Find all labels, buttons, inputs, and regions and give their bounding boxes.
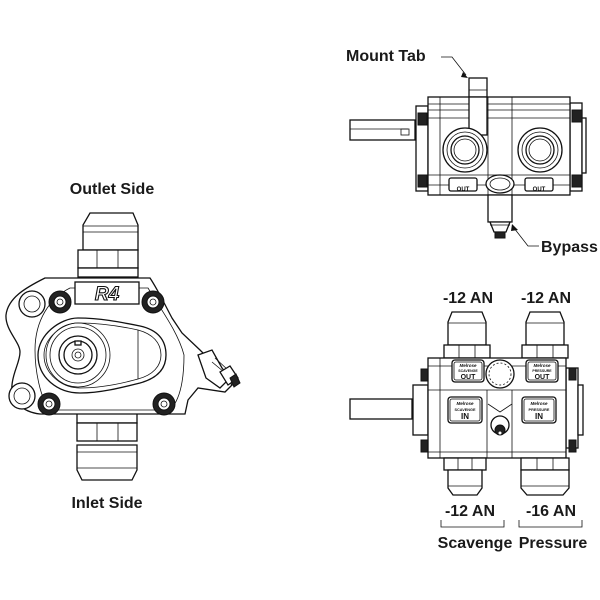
svg-text:PRESSURE: PRESSURE (532, 369, 552, 373)
svg-text:SCAVENGE: SCAVENGE (454, 408, 475, 412)
side-view: Mount Tab Bypass (346, 48, 598, 256)
pressure-out-fitting (521, 311, 569, 359)
bypass-fitting (487, 194, 513, 239)
fitting-label: -12 AN (445, 503, 495, 520)
drive-shaft (349, 398, 413, 420)
scavenge-bracket (440, 520, 505, 528)
bolt-icon (37, 392, 61, 416)
pressure-in-fitting (520, 457, 570, 496)
svg-text:OUT: OUT (533, 187, 546, 193)
svg-text:OUT: OUT (535, 374, 551, 381)
bypass-adjuster (487, 403, 513, 436)
front-view: Outlet Side Inlet Side (5, 181, 241, 512)
scavenge-in-fitting (443, 457, 487, 496)
port-fitting (517, 127, 563, 173)
bypass-leader (513, 227, 539, 247)
bolt-icon (48, 290, 72, 314)
svg-text:OUT: OUT (461, 374, 477, 381)
bolt-icon (152, 392, 176, 416)
fitting-label: -16 AN (526, 503, 576, 520)
pressure-bracket (518, 520, 583, 528)
scavenge-out-fitting (443, 311, 491, 359)
bolt-icon (141, 290, 165, 314)
svg-text:OUT: OUT (457, 187, 470, 193)
top-view: -12 AN -12 AN (349, 290, 588, 552)
mount-tab-callout: Mount Tab (346, 48, 426, 65)
svg-text:Melrose: Melrose (459, 363, 477, 368)
side-bypass-fitting (197, 349, 241, 389)
r4-logo: R4 (95, 284, 120, 305)
fitting-label: -12 AN (521, 290, 571, 307)
drive-shaft (349, 119, 416, 141)
out-badge: OUT (524, 177, 554, 193)
inlet-fitting (76, 412, 138, 481)
r4-logo-plate (74, 281, 140, 305)
svg-text:Melrose: Melrose (456, 401, 474, 406)
pressure-group-label: Pressure (519, 535, 588, 552)
scavenge-in-badge: Melrose SCAVENGE IN (447, 396, 483, 424)
out-badge: OUT (448, 177, 478, 193)
svg-text:IN: IN (535, 412, 543, 421)
fitting-label: -12 AN (443, 290, 493, 307)
svg-text:SCAVENGE: SCAVENGE (458, 369, 478, 373)
bypass-callout: Bypass (541, 239, 598, 256)
port-fitting (442, 127, 488, 173)
svg-text:Melrose: Melrose (533, 363, 551, 368)
svg-text:IN: IN (461, 412, 469, 421)
pressure-in-badge: Melrose PRESSURE IN (521, 396, 557, 424)
mount-tab-leader (441, 56, 467, 76)
scavenge-out-badge: Melrose SCAVENGE OUT (451, 359, 485, 383)
scavenge-group-label: Scavenge (438, 535, 513, 552)
outlet-fitting (77, 212, 139, 278)
bypass-cap (485, 359, 515, 389)
pressure-out-badge: Melrose PRESSURE OUT (525, 359, 559, 383)
svg-text:PRESSURE: PRESSURE (529, 408, 550, 412)
inlet-side-label: Inlet Side (71, 495, 142, 512)
svg-text:Melrose: Melrose (530, 401, 548, 406)
outlet-side-label: Outlet Side (70, 181, 155, 198)
